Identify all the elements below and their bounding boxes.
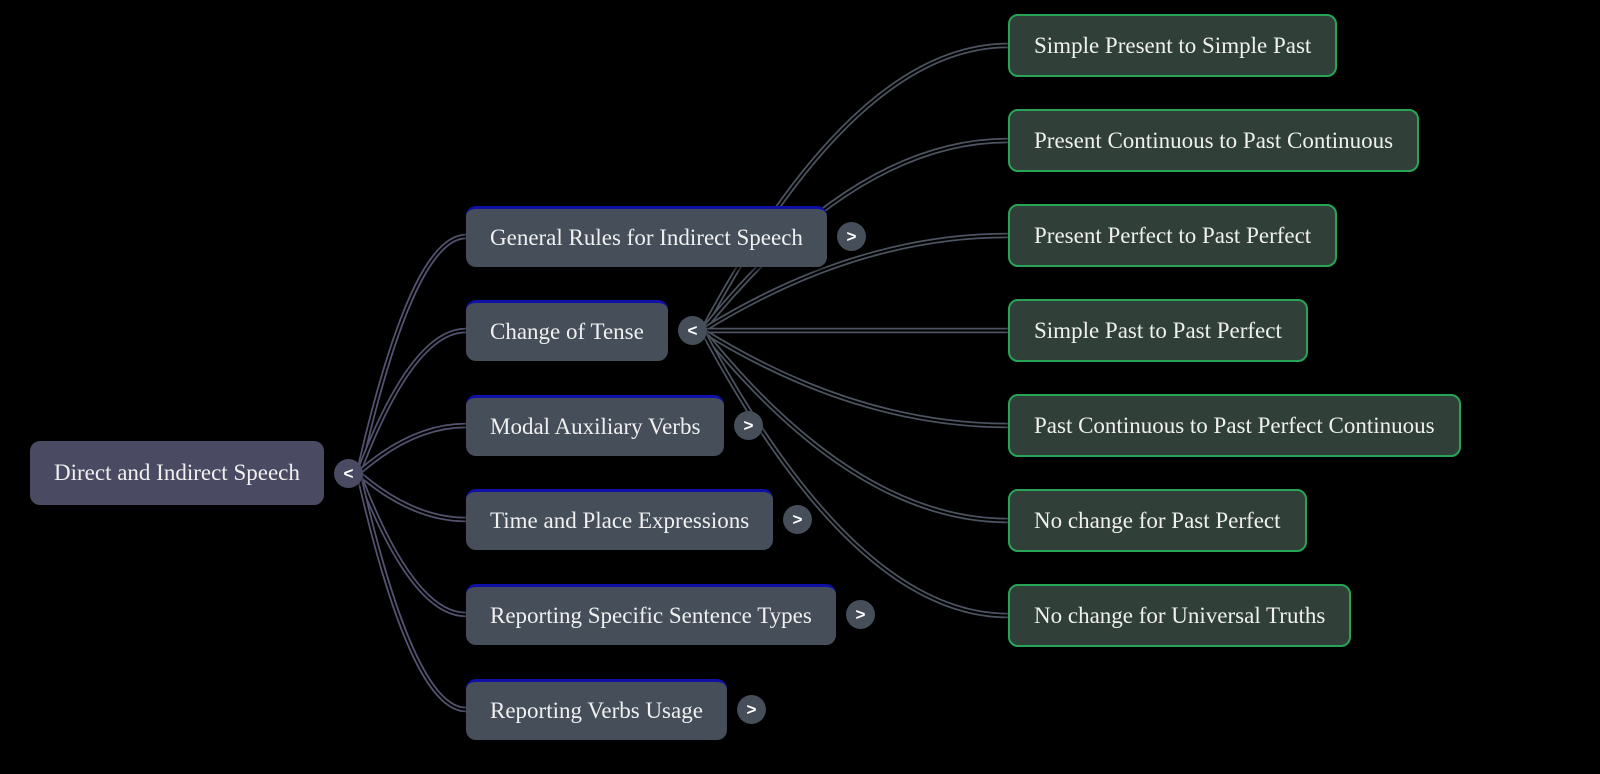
expand-button-modal-auxiliary-verbs[interactable]: > xyxy=(734,411,763,440)
expand-button-reporting-specific-sentence-types[interactable]: > xyxy=(846,600,875,629)
node-change-of-tense[interactable]: Change of Tense xyxy=(466,300,668,361)
node-present-perfect-to-past-perfect[interactable]: Present Perfect to Past Perfect xyxy=(1008,204,1338,267)
node-general-rules[interactable]: General Rules for Indirect Speech xyxy=(466,206,827,267)
expand-button-general-rules[interactable]: > xyxy=(837,222,866,251)
node-reporting-verbs-usage[interactable]: Reporting Verbs Usage xyxy=(466,679,727,740)
node-reporting-specific-sentence-types[interactable]: Reporting Specific Sentence Types xyxy=(466,584,836,645)
collapse-button-root[interactable]: < xyxy=(334,458,363,488)
node-time-and-place-expressions[interactable]: Time and Place Expressions xyxy=(466,489,774,550)
expand-button-time-and-place-expressions[interactable]: > xyxy=(783,505,812,534)
node-past-continuous-to-past-perfect-continuous[interactable]: Past Continuous to Past Perfect Continuo… xyxy=(1008,394,1461,457)
node-simple-past-to-past-perfect[interactable]: Simple Past to Past Perfect xyxy=(1008,299,1308,362)
node-root[interactable]: Direct and Indirect Speech xyxy=(30,441,324,505)
node-modal-auxiliary-verbs[interactable]: Modal Auxiliary Verbs xyxy=(466,395,725,456)
node-present-continuous-to-past-continuous[interactable]: Present Continuous to Past Continuous xyxy=(1008,109,1420,172)
node-no-change-for-universal-truths[interactable]: No change for Universal Truths xyxy=(1008,584,1352,647)
node-simple-present-to-simple-past[interactable]: Simple Present to Simple Past xyxy=(1008,14,1338,77)
expand-button-reporting-verbs-usage[interactable]: > xyxy=(737,695,766,724)
node-no-change-for-past-perfect[interactable]: No change for Past Perfect xyxy=(1008,489,1307,552)
collapse-button-change-of-tense[interactable]: < xyxy=(678,316,707,345)
